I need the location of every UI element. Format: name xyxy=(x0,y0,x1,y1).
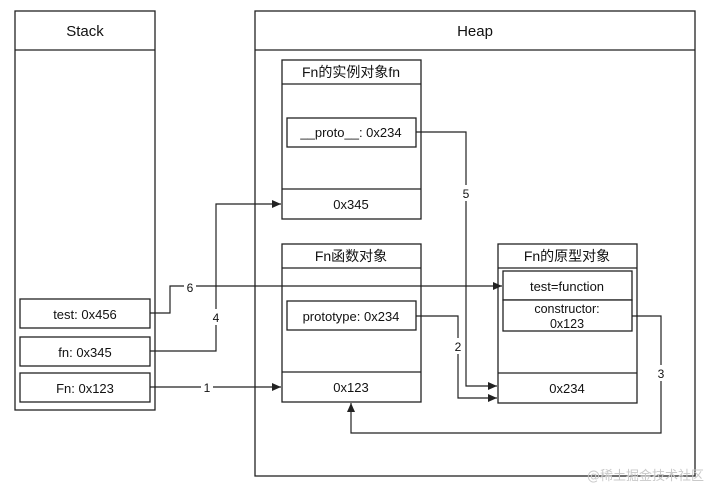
arrow-6 xyxy=(150,282,502,314)
instance-proto-field xyxy=(286,117,417,148)
arrow-2-label: 2 xyxy=(455,340,462,354)
prototype-object: Fn的原型对象 test=function constructor: 0x123… xyxy=(497,243,638,404)
stack-panel: Stack test: 0x456 fn: 0x345 Fn: 0x123 xyxy=(14,10,156,411)
stack-title: Stack xyxy=(66,23,104,40)
arrow-2 xyxy=(416,315,497,402)
prototype-constructor-label-line1: constructor: xyxy=(534,302,599,316)
arrow-6-label: 6 xyxy=(187,281,194,295)
function-prototype-field-label: prototype: 0x234 xyxy=(303,309,400,324)
stack-entry-fn-label: fn: 0x345 xyxy=(58,345,112,360)
arrow-3-label-bg xyxy=(655,365,667,381)
arrow-4-label: 4 xyxy=(213,311,220,325)
arrow-3 xyxy=(347,315,662,434)
function-object: Fn函数对象 prototype: 0x234 0x123 xyxy=(281,243,422,403)
arrow-5-label-bg xyxy=(460,185,472,201)
stack-entry-Fn-label: Fn: 0x123 xyxy=(56,381,114,396)
instance-address: 0x345 xyxy=(333,197,368,212)
prototype-address: 0x234 xyxy=(549,381,584,396)
arrow-5 xyxy=(416,131,497,390)
function-object-title: Fn函数对象 xyxy=(315,248,387,264)
arrow-4 xyxy=(150,200,281,352)
heap-title: Heap xyxy=(457,23,493,40)
arrows: 1 2 3 4 6 5 xyxy=(150,131,667,434)
instance-object-title: Fn的实例对象fn xyxy=(302,64,400,80)
arrow-5-label: 5 xyxy=(463,187,470,201)
arrow-2-label-bg xyxy=(452,338,464,354)
arrow-1-label-bg xyxy=(201,379,213,395)
prototype-object-title: Fn的原型对象 xyxy=(524,248,610,264)
prototype-test-field-label: test=function xyxy=(530,279,604,294)
arrow-4-label-bg xyxy=(210,309,222,325)
stack-entry-test xyxy=(19,298,151,329)
prototype-constructor-label-line2: 0x123 xyxy=(550,317,584,331)
instance-proto-field-label: __proto__: 0x234 xyxy=(299,125,401,140)
stack-entry-test-label: test: 0x456 xyxy=(53,307,117,322)
stack-entry-fn xyxy=(19,336,151,367)
watermark-text: @稀土掘金技术社区 xyxy=(587,468,704,484)
prototype-constructor-field xyxy=(502,299,633,332)
function-address: 0x123 xyxy=(333,380,368,395)
arrow-6-label-bg xyxy=(184,279,196,295)
arrow-1-label: 1 xyxy=(204,381,211,395)
instance-object: Fn的实例对象fn __proto__: 0x234 0x345 xyxy=(281,59,422,220)
arrow-3-label: 3 xyxy=(658,367,665,381)
